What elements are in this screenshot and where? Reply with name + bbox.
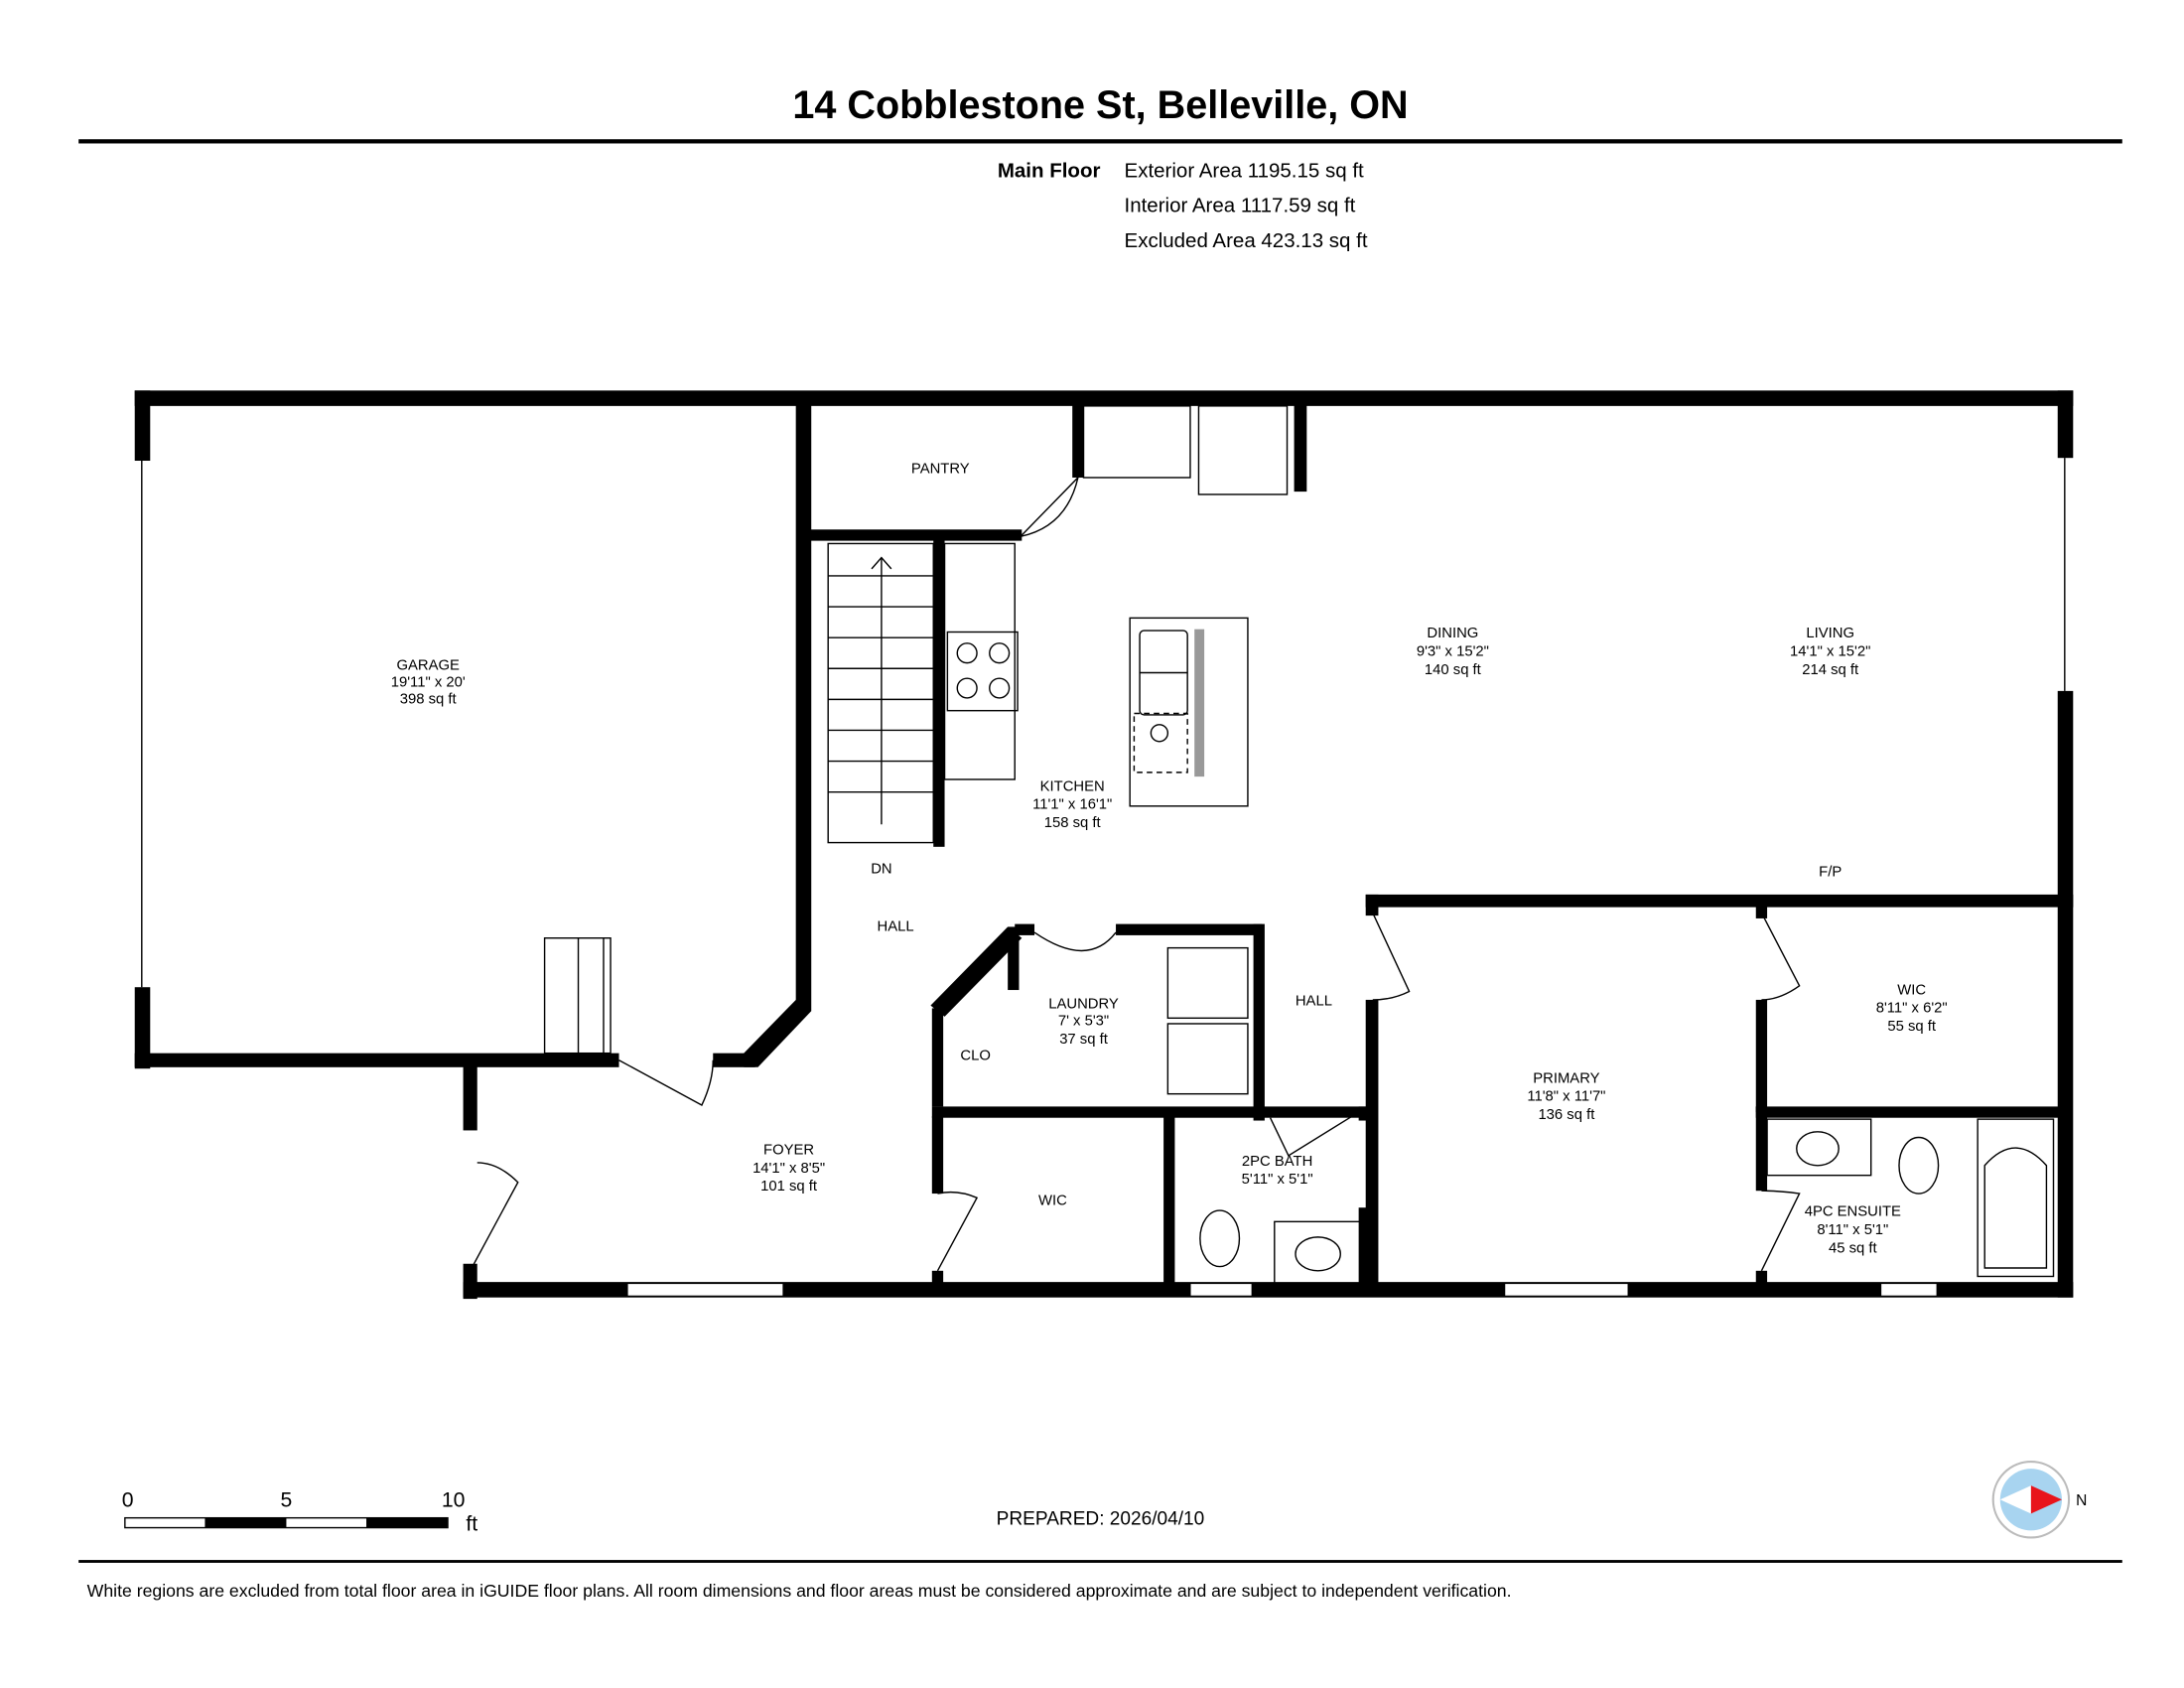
toilet-ensuite-icon (1898, 1136, 1940, 1195)
garage-area: 398 sq ft (400, 692, 458, 708)
kitchen-area: 158 sq ft (1044, 815, 1102, 831)
compass-icon: N (1991, 1461, 2087, 1539)
living-dims: 14'1" x 15'2" (1790, 644, 1870, 660)
bathtub-icon (1977, 1118, 2055, 1278)
dining-name: DINING (1427, 626, 1478, 641)
laundry-area: 37 sq ft (1059, 1032, 1109, 1048)
garage-name: GARAGE (397, 658, 461, 674)
disclaimer: White regions are excluded from total fl… (87, 1581, 1512, 1601)
excluded-area: Excluded Area 423.13 sq ft (1125, 229, 1368, 252)
header-rule (78, 139, 2122, 144)
toilet-icon (1199, 1209, 1241, 1268)
kitchen-island (1129, 617, 1249, 807)
foyer-area: 101 sq ft (760, 1179, 818, 1195)
wic-2-name: WIC (1897, 982, 1926, 998)
2pc-bath-name: 2PC BATH (1242, 1154, 1312, 1170)
floor-summary: Main Floor Exterior Area 1195.15 sq ft I… (998, 159, 1368, 252)
scale-unit: ft (466, 1512, 478, 1535)
stairs (827, 542, 934, 844)
living-area: 214 sq ft (1802, 662, 1859, 678)
ensuite-name: 4PC ENSUITE (1805, 1204, 1901, 1220)
dishwasher-icon (1133, 712, 1188, 774)
scale-tick-10: 10 (442, 1488, 466, 1511)
garage-dims: 19'11" x 20' (391, 675, 466, 691)
stair-arrow-icon (871, 556, 892, 570)
sink-2pc-icon (1295, 1236, 1341, 1272)
primary-dims: 11'8" x 11'7" (1527, 1089, 1605, 1105)
laundry-dims: 7' x 5'3" (1058, 1013, 1109, 1029)
walls (134, 390, 2074, 1300)
ensuite-area: 45 sq ft (1829, 1240, 1878, 1256)
laundry-name: LAUNDRY (1048, 996, 1119, 1012)
scale-tick-5: 5 (281, 1488, 293, 1511)
2pc-bath-dims: 5'11" x 5'1" (1242, 1172, 1313, 1188)
prepared-date: PREPARED: 2026/04/10 (997, 1509, 1205, 1530)
scale-tick-0: 0 (122, 1488, 134, 1511)
footer-rule (78, 1560, 2122, 1563)
wic-2-area: 55 sq ft (1887, 1019, 1937, 1035)
primary-name: PRIMARY (1533, 1070, 1599, 1086)
stove-icon (946, 631, 1019, 712)
pantry-name: PANTRY (911, 462, 970, 478)
dining-dims: 9'3" x 15'2" (1417, 644, 1489, 660)
wic-label: WIC (1038, 1193, 1067, 1208)
scale-bar: 0 5 10 ft (122, 1488, 478, 1535)
ensuite-dims: 8'11" x 5'1" (1817, 1222, 1888, 1238)
compass-north-label: N (2076, 1492, 2087, 1509)
washer-icon (1166, 946, 1249, 1020)
floor-name: Main Floor (998, 159, 1101, 182)
hall-label: HALL (878, 919, 914, 935)
room-labels: GARAGE 19'11" x 20' 398 sq ft PANTRY KIT… (391, 462, 1948, 1257)
hall-label-2: HALL (1296, 994, 1332, 1010)
living-name: LIVING (1806, 626, 1854, 641)
stairs-down-label: DN (871, 862, 891, 878)
fireplace-label: F/P (1819, 865, 1842, 881)
foyer-dims: 14'1" x 8'5" (752, 1161, 825, 1177)
interior-area: Interior Area 1117.59 sq ft (1125, 195, 1356, 217)
primary-area: 136 sq ft (1538, 1107, 1595, 1123)
fridge-icon (1197, 405, 1289, 495)
fixtures (543, 405, 2055, 1285)
exterior-area: Exterior Area 1195.15 sq ft (1125, 159, 1365, 182)
dining-area: 140 sq ft (1425, 662, 1482, 678)
kitchen-dims: 11'1" x 16'1" (1032, 797, 1112, 813)
dryer-icon (1166, 1023, 1249, 1095)
closet-label: CLO (960, 1049, 991, 1064)
foyer-name: FOYER (763, 1142, 814, 1158)
kitchen-name: KITCHEN (1040, 778, 1105, 794)
doors (143, 475, 1801, 1272)
wic-2-dims: 8'11" x 6'2" (1876, 1001, 1948, 1017)
page-title: 14 Cobblestone St, Belleville, ON (792, 83, 1408, 127)
sink-ensuite-icon (1796, 1131, 1840, 1167)
